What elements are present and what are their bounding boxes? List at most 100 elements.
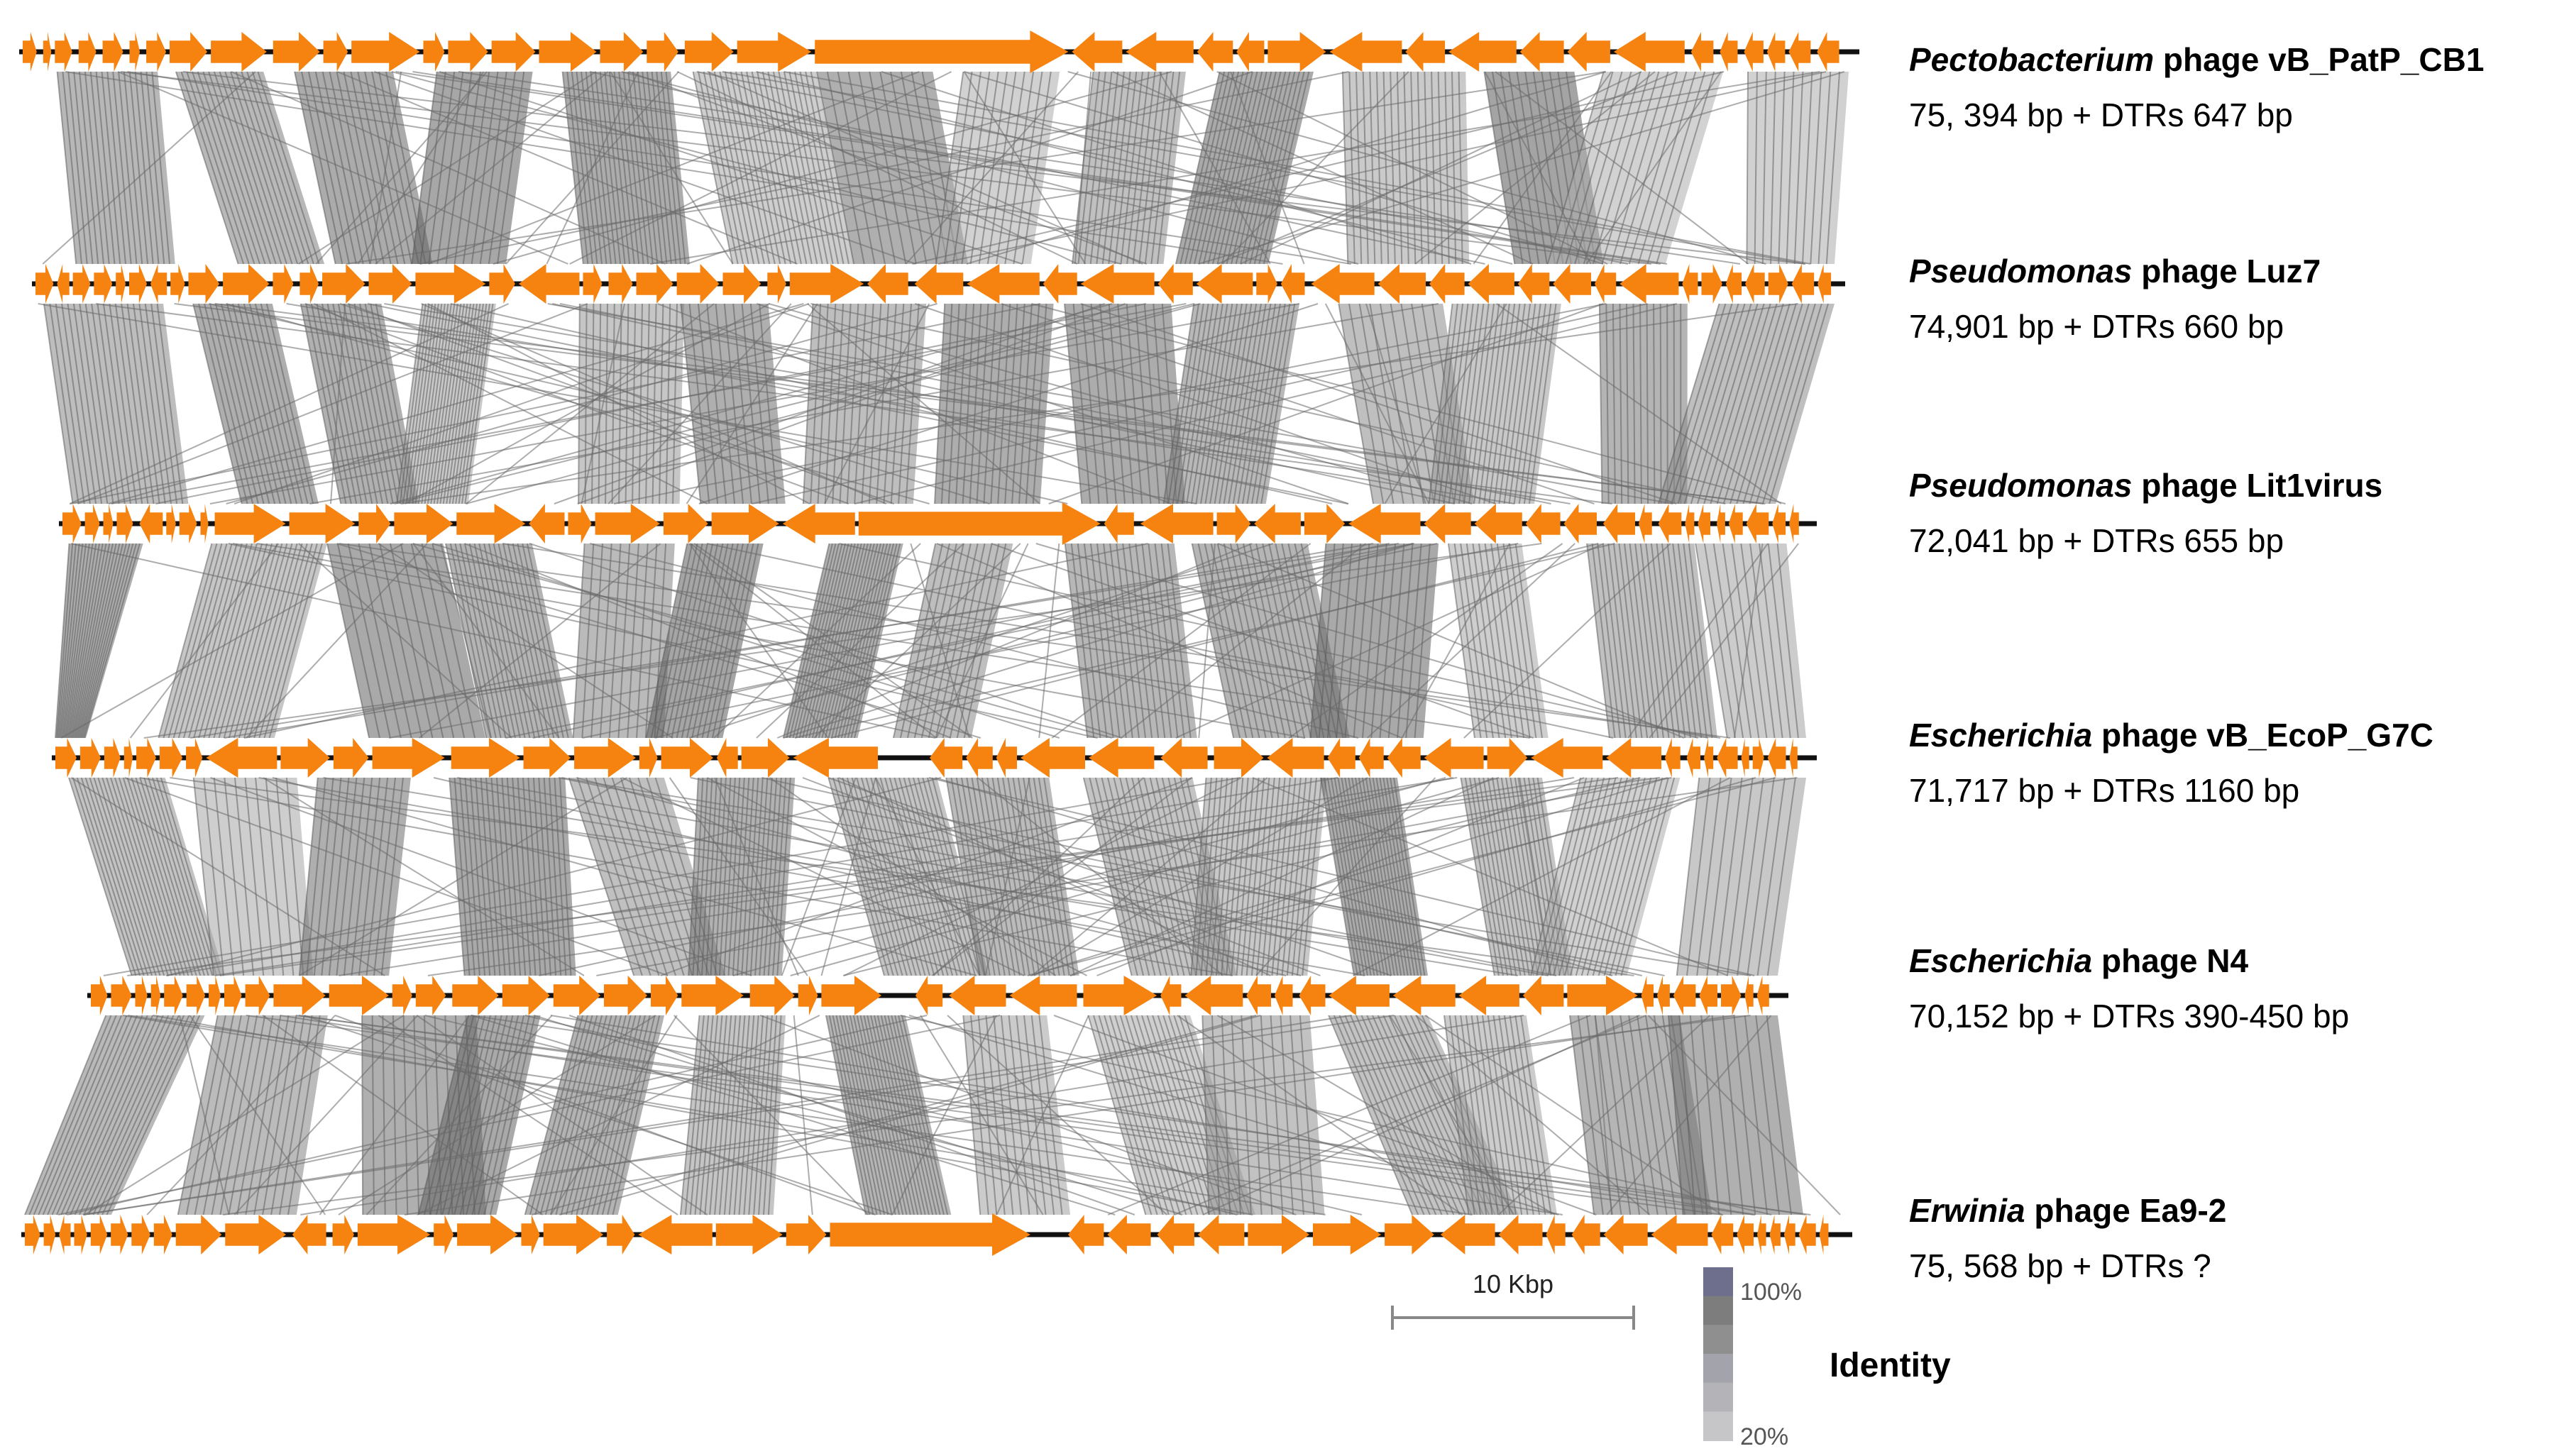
homology-link bbox=[70, 777, 385, 976]
gene-arrow bbox=[1236, 32, 1265, 72]
homology-link bbox=[743, 1015, 759, 1215]
homology-link bbox=[908, 1015, 1559, 1215]
homology-link bbox=[793, 1015, 813, 1215]
homology-link bbox=[1438, 303, 1464, 504]
homology-link bbox=[182, 543, 238, 739]
gene-arrow bbox=[1546, 1215, 1566, 1254]
homology-link bbox=[529, 543, 1123, 739]
homology-link bbox=[263, 543, 318, 739]
homology-link bbox=[1198, 71, 1244, 265]
gene-arrow bbox=[1474, 504, 1522, 544]
homology-link bbox=[550, 1015, 678, 1215]
homology-link bbox=[1280, 1015, 1294, 1215]
homology-link bbox=[1653, 1015, 1686, 1215]
gene-arrow bbox=[717, 738, 738, 778]
homology-link bbox=[254, 303, 303, 504]
homology-link bbox=[1194, 71, 1240, 265]
homology-link bbox=[506, 777, 522, 976]
homology-link bbox=[955, 777, 991, 976]
homology-link bbox=[1668, 1015, 1684, 1215]
homology-link bbox=[307, 71, 351, 265]
homology-link bbox=[752, 303, 1648, 504]
gene-arrow bbox=[1522, 976, 1564, 1015]
homology-link bbox=[813, 543, 1021, 739]
gene-arrow bbox=[1741, 738, 1749, 778]
homology-link bbox=[305, 303, 347, 504]
homology-link bbox=[466, 303, 715, 504]
homology-link bbox=[1580, 777, 1634, 976]
homology-link bbox=[133, 303, 160, 504]
homology-link bbox=[209, 303, 1299, 504]
gene-arrow bbox=[35, 264, 54, 304]
homology-link bbox=[805, 543, 853, 739]
gene-arrow bbox=[1429, 264, 1465, 304]
homology-link bbox=[70, 1015, 159, 1215]
homology-link bbox=[315, 71, 488, 265]
homology-link bbox=[1372, 1015, 1461, 1215]
homology-link bbox=[589, 71, 1485, 265]
gene-arrow bbox=[1517, 264, 1550, 304]
homology-link bbox=[1067, 71, 1766, 265]
gene-arrow bbox=[273, 32, 320, 72]
homology-link bbox=[1755, 1015, 1781, 1215]
homology-link bbox=[559, 1015, 1261, 1215]
gene-arrow bbox=[102, 32, 123, 72]
homology-link bbox=[124, 777, 669, 976]
homology-link bbox=[462, 71, 490, 265]
gene-arrow bbox=[1275, 976, 1293, 1015]
gene-arrow bbox=[914, 264, 964, 304]
gene-arrow bbox=[1327, 738, 1355, 778]
gene-arrow bbox=[1009, 976, 1077, 1015]
homology-link bbox=[713, 543, 921, 739]
homology-link bbox=[1688, 543, 1713, 739]
homology-link bbox=[1632, 303, 1636, 504]
homology-link bbox=[374, 71, 916, 265]
homology-link bbox=[298, 543, 512, 739]
homology-link bbox=[60, 1015, 148, 1215]
homology-link bbox=[1769, 303, 1829, 504]
homology-link bbox=[1215, 777, 1233, 976]
gene-arrow bbox=[1657, 976, 1670, 1015]
homology-link bbox=[550, 1015, 603, 1215]
gene-arrow bbox=[57, 264, 70, 304]
homology-link bbox=[112, 71, 132, 265]
homology-link bbox=[686, 71, 1253, 265]
homology-link bbox=[947, 1015, 1168, 1215]
homology-link bbox=[1759, 543, 1783, 739]
homology-link bbox=[607, 1015, 656, 1215]
phage-name: phage Luz7 bbox=[2132, 253, 2321, 289]
homology-link bbox=[529, 1015, 584, 1215]
homology-link bbox=[1252, 777, 1728, 976]
homology-link bbox=[1216, 543, 1260, 739]
gene-arrow bbox=[722, 264, 761, 304]
gene-arrow bbox=[452, 976, 499, 1015]
homology-link bbox=[710, 777, 722, 976]
homology-link bbox=[83, 1015, 1352, 1215]
gene-arrow bbox=[1756, 976, 1769, 1015]
homology-link bbox=[1035, 543, 1698, 739]
homology-link bbox=[1372, 777, 1405, 976]
gene-arrow bbox=[1458, 976, 1519, 1015]
homology-link bbox=[761, 71, 802, 265]
homology-link bbox=[336, 71, 378, 265]
homology-link bbox=[852, 1015, 896, 1215]
homology-link bbox=[1583, 71, 1641, 265]
homology-link bbox=[343, 71, 385, 265]
homology-link bbox=[1207, 71, 1253, 265]
gene-arrow bbox=[1267, 32, 1326, 72]
homology-link bbox=[464, 777, 480, 976]
homology-link bbox=[661, 543, 703, 739]
homology-link bbox=[1766, 777, 1796, 976]
homology-link bbox=[1333, 1015, 1419, 1215]
homology-link bbox=[1289, 1015, 1304, 1215]
homology-link bbox=[89, 71, 110, 265]
homology-link bbox=[1767, 543, 1791, 739]
homology-link bbox=[61, 303, 91, 504]
identity-swatch bbox=[1703, 1325, 1733, 1355]
homology-link bbox=[419, 543, 661, 739]
homology-link bbox=[1601, 71, 1660, 265]
homology-link bbox=[1626, 303, 1629, 504]
homology-link bbox=[1038, 543, 1060, 739]
homology-link bbox=[411, 71, 438, 265]
